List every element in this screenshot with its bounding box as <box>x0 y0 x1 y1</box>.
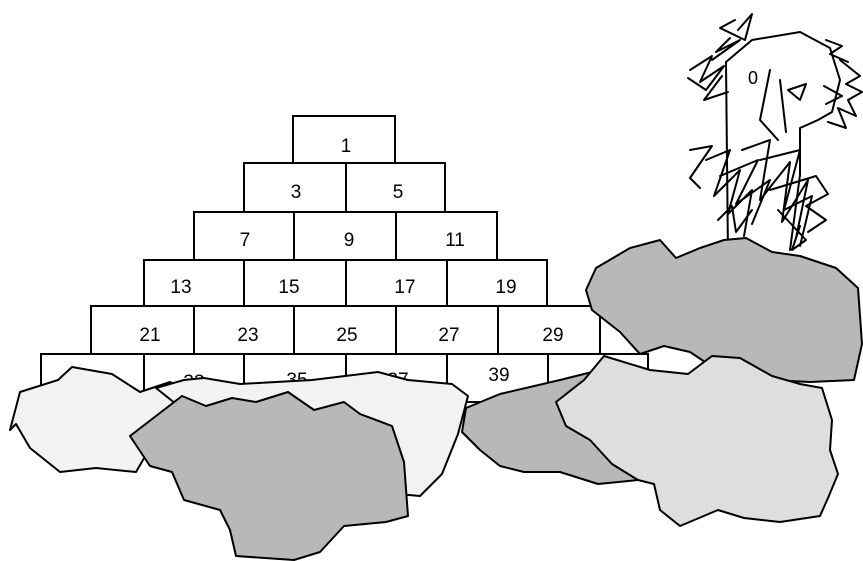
brick-label: 19 <box>495 277 516 298</box>
beard-scribble <box>690 140 828 250</box>
brick-label: 5 <box>393 182 404 203</box>
brick-label: 27 <box>438 325 459 346</box>
brick-label: 25 <box>336 325 357 346</box>
brick-label: 17 <box>394 277 415 298</box>
number-pyramid: 1 3 5 7 9 11 13 15 17 19 21 23 25 27 29 <box>41 116 648 402</box>
face-eye-text: 0 <box>748 68 758 88</box>
brick-label: 9 <box>344 230 355 251</box>
brick-label: 29 <box>542 325 563 346</box>
brick-label: 11 <box>445 230 465 251</box>
brick-label: 3 <box>291 182 302 203</box>
brick-label: 13 <box>170 277 191 298</box>
hair-scribble-left <box>688 14 752 100</box>
scribble-figure: 0 <box>688 14 862 255</box>
brick-label: 1 <box>341 136 352 157</box>
brick-label: 21 <box>139 325 160 346</box>
brick-label: 7 <box>240 230 251 251</box>
rock-dark-front <box>130 392 408 560</box>
brick-label: 39 <box>488 365 509 386</box>
hair-scribble-right <box>824 40 862 128</box>
brick-label: 15 <box>278 277 299 298</box>
brick-label: 23 <box>237 325 258 346</box>
brick-r4-c1 <box>144 260 244 306</box>
